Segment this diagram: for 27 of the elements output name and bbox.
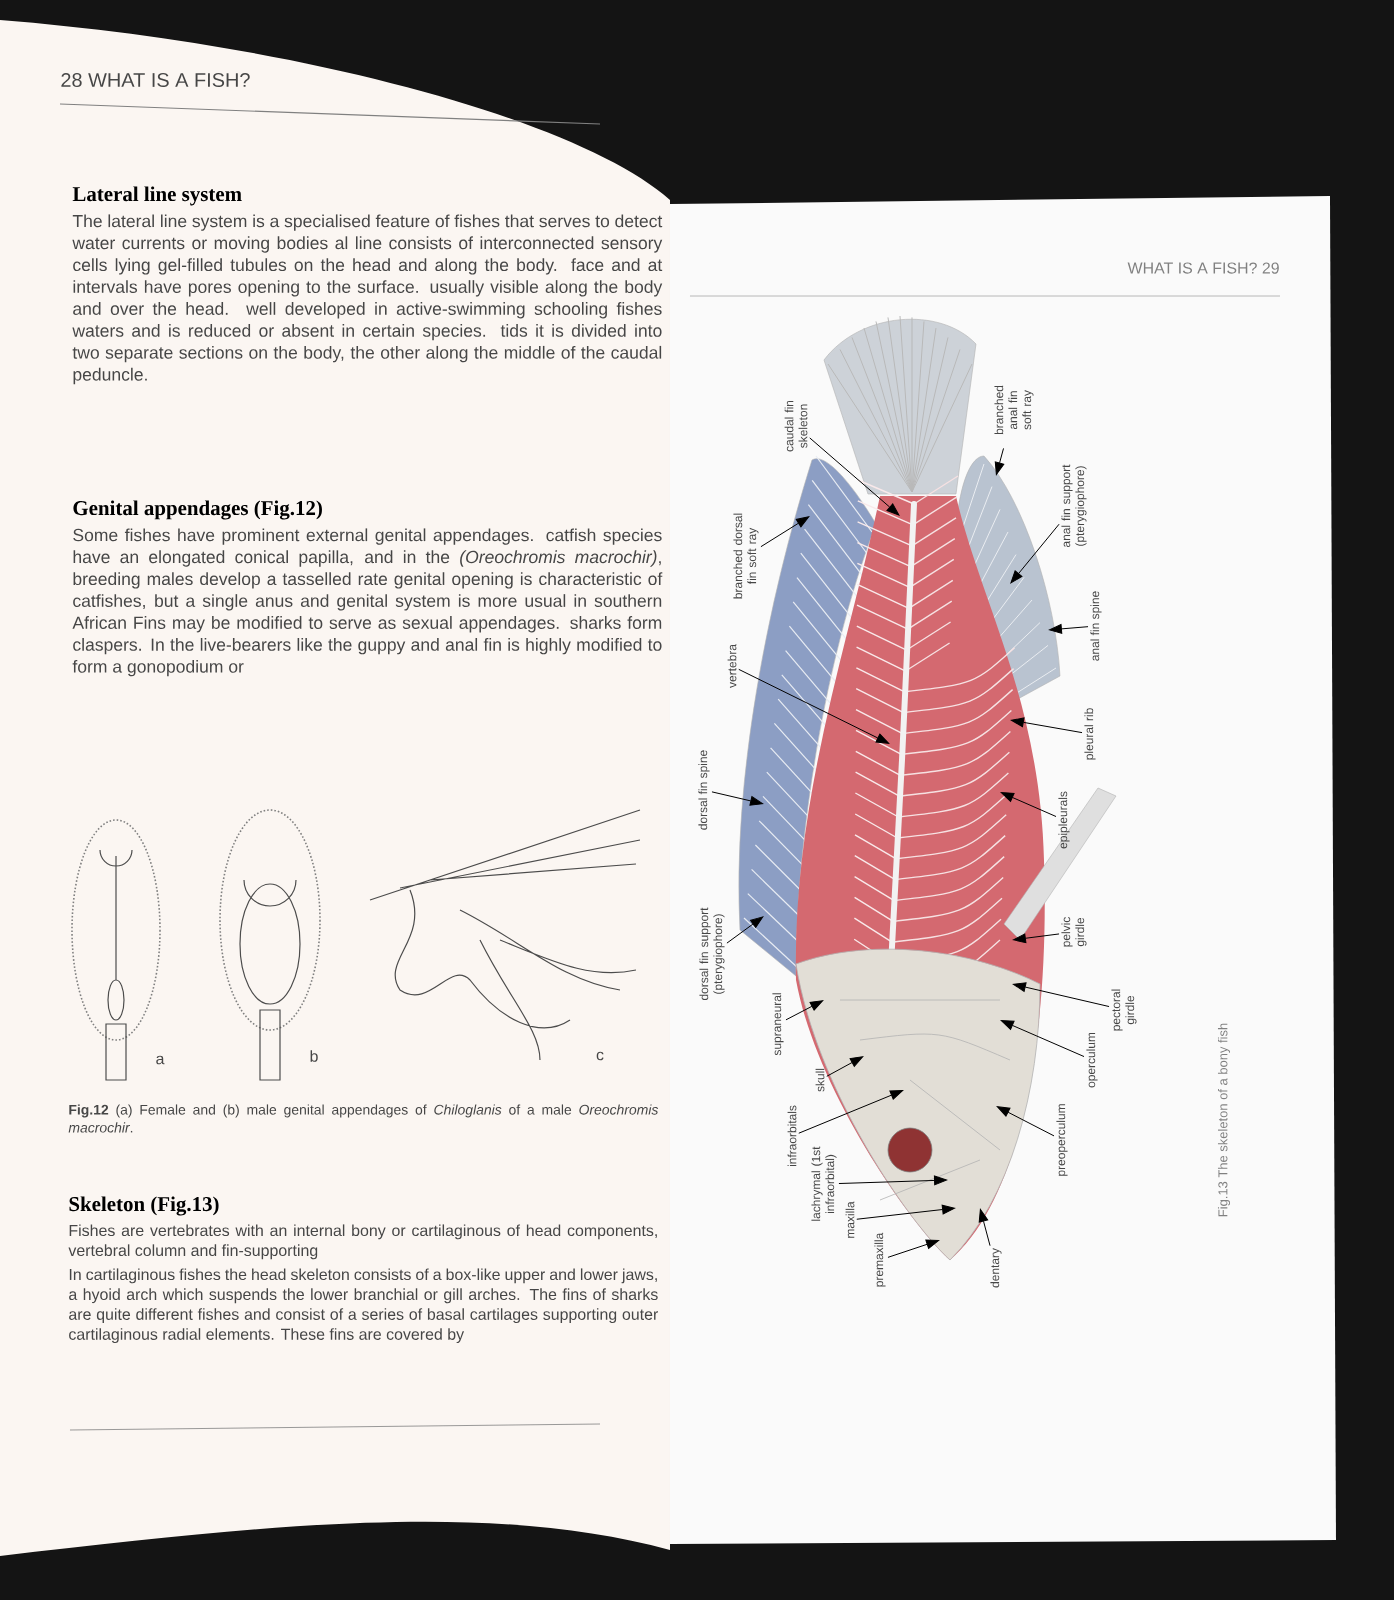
leader-line	[711, 791, 764, 806]
leader-line	[1012, 933, 1060, 944]
leader-line	[809, 437, 900, 516]
leader-line	[726, 916, 764, 944]
leader-line	[1000, 1020, 1085, 1058]
leader-line	[1012, 982, 1110, 1008]
leader-line	[838, 1175, 947, 1186]
leader-line	[856, 1204, 955, 1220]
leader-line	[994, 447, 1005, 476]
leader-line	[1010, 717, 1083, 734]
body-text: Some fishes have prominent external genital appendages. catfish species have an elongated conical papilla, and in the (Oreochromis macrochir), breeding males develop a tasselled rate genital opening is characteristic of catfishes, but a single anus and genital system is more usual in southern African Fins may be modified to serve as sexual appendages. sharks form claspers. In the live-bearers like the guppy and anal fin is highly modified to form a gonopodium or	[72, 528, 663, 677]
leader-line	[785, 1000, 824, 1021]
leader-line	[887, 1239, 940, 1258]
body-text: The lateral line system is a specialised feature of fishes that serves to detect water currents or moving bodies al line consists of interconnected sensory cells lying gel-filled tubules on the head and along the body. face and at intervals have pores opening to the surface. usually visible along the body and over the head. well developed in active-swimming schooling fishes waters and is reduced or absent in certain species. tids it is divided into two separate sections on the body, the other along the middle of the caudal peduncle.	[72, 214, 663, 385]
leader-line	[738, 668, 890, 744]
section-heading: Skeleton (Fig.13)	[69, 1196, 219, 1216]
leader-line	[1048, 624, 1089, 634]
leader-line	[1010, 523, 1060, 584]
section-heading: Genital appendages (Fig.12)	[73, 500, 322, 520]
section-heading: Lateral line system	[72, 186, 242, 206]
leader-line	[1000, 792, 1057, 818]
leader-line	[978, 1208, 991, 1247]
leader-line	[760, 516, 810, 548]
leader-line	[996, 1106, 1055, 1137]
page-header: 28 WHAT IS A FISH?	[61, 72, 250, 88]
leader-line	[826, 1056, 864, 1077]
leader-line	[798, 1090, 904, 1134]
